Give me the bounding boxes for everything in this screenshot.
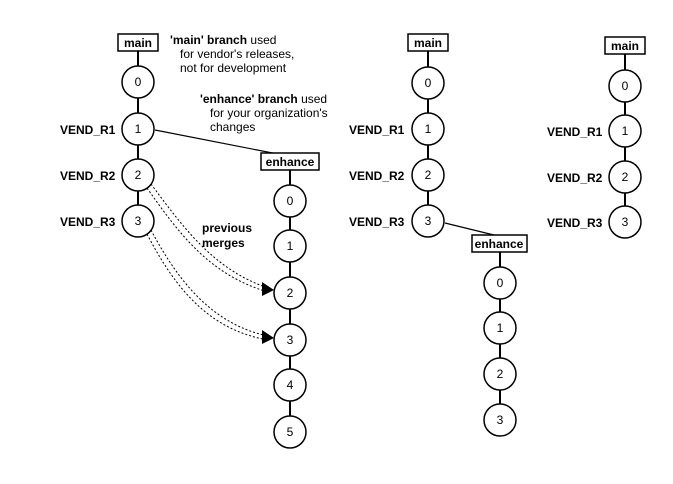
- enhance-branch-label: enhance: [266, 155, 315, 169]
- merges-label: previous merges: [202, 221, 252, 250]
- branch-connector: [444, 222, 499, 237]
- main-node: 0: [608, 69, 642, 103]
- enhance-node: 5: [273, 415, 307, 449]
- enhance-branch-note: 'enhance' branch used for your organizat…: [200, 92, 328, 134]
- diagram-3: main 0 1 2 3 VEND_R1 VEND_R2 VEND_R3: [547, 36, 646, 239]
- svg-text:4: 4: [287, 378, 294, 392]
- svg-text:3: 3: [622, 215, 629, 229]
- enhance-node: 4: [273, 368, 307, 402]
- merge-arrow-r3: [146, 229, 274, 344]
- main-node: 3: [608, 205, 642, 239]
- svg-text:1: 1: [135, 122, 142, 136]
- diagram-2: main enhance 0 1 2 3 VEND_R1 VEND_R2 VEN…: [349, 33, 528, 437]
- svg-text:for vendor's releases,: for vendor's releases,: [180, 47, 294, 61]
- svg-text:3: 3: [497, 413, 504, 427]
- main-branch-label: main: [414, 36, 442, 50]
- vendor-tag-label: VEND_R3: [60, 215, 116, 229]
- enhance-node: 1: [483, 311, 517, 345]
- vendor-tag-label: VEND_R1: [349, 123, 405, 137]
- svg-text:5: 5: [287, 425, 294, 439]
- svg-text:1: 1: [622, 124, 629, 138]
- main-node: 1: [608, 114, 642, 148]
- main-node: 2: [608, 160, 642, 194]
- svg-text:1: 1: [425, 122, 432, 136]
- svg-text:1: 1: [497, 321, 504, 335]
- branch-connector: [154, 129, 289, 157]
- svg-text:0: 0: [497, 276, 504, 290]
- svg-text:'main' branch used: 'main' branch used: [170, 33, 276, 47]
- enhance-node: 2: [483, 357, 517, 391]
- main-node: 2: [121, 158, 155, 192]
- svg-text:merges: merges: [202, 236, 245, 250]
- merge-arrow-r2: [146, 183, 274, 296]
- main-node: 1: [411, 112, 445, 146]
- svg-text:not for development: not for development: [180, 61, 287, 75]
- svg-text:previous: previous: [202, 221, 252, 235]
- main-node: 0: [411, 66, 445, 100]
- svg-text:0: 0: [287, 194, 294, 208]
- svg-text:2: 2: [622, 170, 629, 184]
- enhance-node: 0: [273, 184, 307, 218]
- svg-text:changes: changes: [210, 120, 255, 134]
- enhance-node: 3: [483, 403, 517, 437]
- vendor-tag-label: VEND_R2: [60, 169, 116, 183]
- main-branch-label: main: [124, 36, 152, 50]
- main-node: 3: [411, 204, 445, 238]
- svg-text:0: 0: [425, 76, 432, 90]
- diagram-1: main enhance 0 1 2 3 VEND_R1 VEND_R2: [60, 33, 328, 449]
- svg-text:0: 0: [135, 75, 142, 89]
- svg-text:3: 3: [287, 333, 294, 347]
- vendor-tag-label: VEND_R3: [547, 216, 603, 230]
- svg-text:2: 2: [287, 286, 294, 300]
- vendor-tag-label: VEND_R3: [349, 215, 405, 229]
- enhance-node: 1: [273, 229, 307, 263]
- main-node: 0: [121, 65, 155, 99]
- vendor-tag-label: VEND_R1: [547, 125, 603, 139]
- svg-text:3: 3: [135, 214, 142, 228]
- svg-text:2: 2: [497, 367, 504, 381]
- main-branch-label: main: [611, 39, 639, 53]
- svg-text:2: 2: [425, 168, 432, 182]
- vendor-tag-label: VEND_R2: [349, 169, 405, 183]
- vendor-tag-label: VEND_R1: [60, 123, 116, 137]
- svg-text:for your organization's: for your organization's: [210, 106, 328, 120]
- main-node: 2: [411, 158, 445, 192]
- svg-text:1: 1: [287, 239, 294, 253]
- svg-text:0: 0: [622, 79, 629, 93]
- main-node: 1: [121, 112, 155, 146]
- main-node: 3: [121, 204, 155, 238]
- main-branch-note: 'main' branch used for vendor's releases…: [170, 33, 294, 75]
- svg-text:'enhance' branch used: 'enhance' branch used: [200, 92, 327, 106]
- vendor-tag-label: VEND_R2: [547, 171, 603, 185]
- svg-text:2: 2: [135, 168, 142, 182]
- enhance-branch-label: enhance: [475, 237, 524, 251]
- enhance-node: 0: [483, 266, 517, 300]
- enhance-node: 2: [273, 276, 307, 310]
- svg-text:3: 3: [425, 214, 432, 228]
- enhance-node: 3: [273, 323, 307, 357]
